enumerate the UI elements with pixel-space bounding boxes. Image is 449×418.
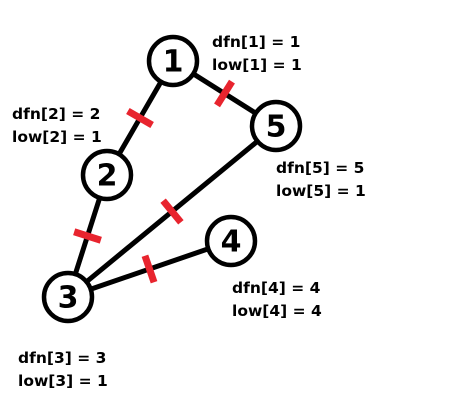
node-4-circle bbox=[204, 214, 258, 268]
node-2-dfn: dfn[2] = 2 bbox=[12, 105, 101, 123]
node-2-low: low[2] = 1 bbox=[12, 128, 102, 146]
node-1-circle bbox=[146, 34, 200, 88]
bridge-mark-1-2 bbox=[126, 107, 154, 129]
node-5-circle bbox=[249, 99, 303, 153]
node-3-dfn: dfn[3] = 3 bbox=[18, 349, 107, 367]
node-5-dfn: dfn[5] = 5 bbox=[276, 159, 365, 177]
node-4: 4 bbox=[204, 214, 258, 268]
node-2-label: 2 bbox=[97, 159, 118, 194]
node-4-dfn: dfn[4] = 4 bbox=[232, 279, 321, 297]
node-3-annotation: dfn[3] = 3 low[3] = 1 bbox=[18, 347, 108, 393]
node-2: 2 bbox=[80, 148, 134, 202]
node-4-annotation: dfn[4] = 4 low[4] = 4 bbox=[232, 277, 322, 323]
node-1-low: low[1] = 1 bbox=[212, 56, 302, 74]
node-5-low: low[5] = 1 bbox=[276, 182, 366, 200]
node-5: 5 bbox=[249, 99, 303, 153]
nodes-layer: 1 2 3 4 5 bbox=[41, 34, 303, 324]
node-1: 1 bbox=[146, 34, 200, 88]
node-3-label: 3 bbox=[58, 281, 79, 316]
node-3: 3 bbox=[41, 270, 95, 324]
node-5-label: 5 bbox=[266, 110, 287, 145]
node-3-circle bbox=[41, 270, 95, 324]
node-2-annotation: dfn[2] = 2 low[2] = 1 bbox=[12, 103, 102, 149]
node-3-low: low[3] = 1 bbox=[18, 372, 108, 390]
bridge-mark-1-5 bbox=[214, 79, 235, 108]
node-1-label: 1 bbox=[163, 45, 184, 80]
node-1-annotation: dfn[1] = 1 low[1] = 1 bbox=[212, 31, 302, 77]
node-5-annotation: dfn[5] = 5 low[5] = 1 bbox=[276, 157, 366, 203]
bridge-mark-3-4 bbox=[141, 254, 158, 284]
bridge-mark-2-3 bbox=[73, 228, 102, 244]
node-2-circle bbox=[80, 148, 134, 202]
bridge-mark-3-5 bbox=[160, 198, 184, 225]
node-4-low: low[4] = 4 bbox=[232, 302, 322, 320]
node-4-label: 4 bbox=[221, 225, 242, 260]
node-1-dfn: dfn[1] = 1 bbox=[212, 33, 301, 51]
bridge-marks-layer bbox=[73, 79, 235, 284]
